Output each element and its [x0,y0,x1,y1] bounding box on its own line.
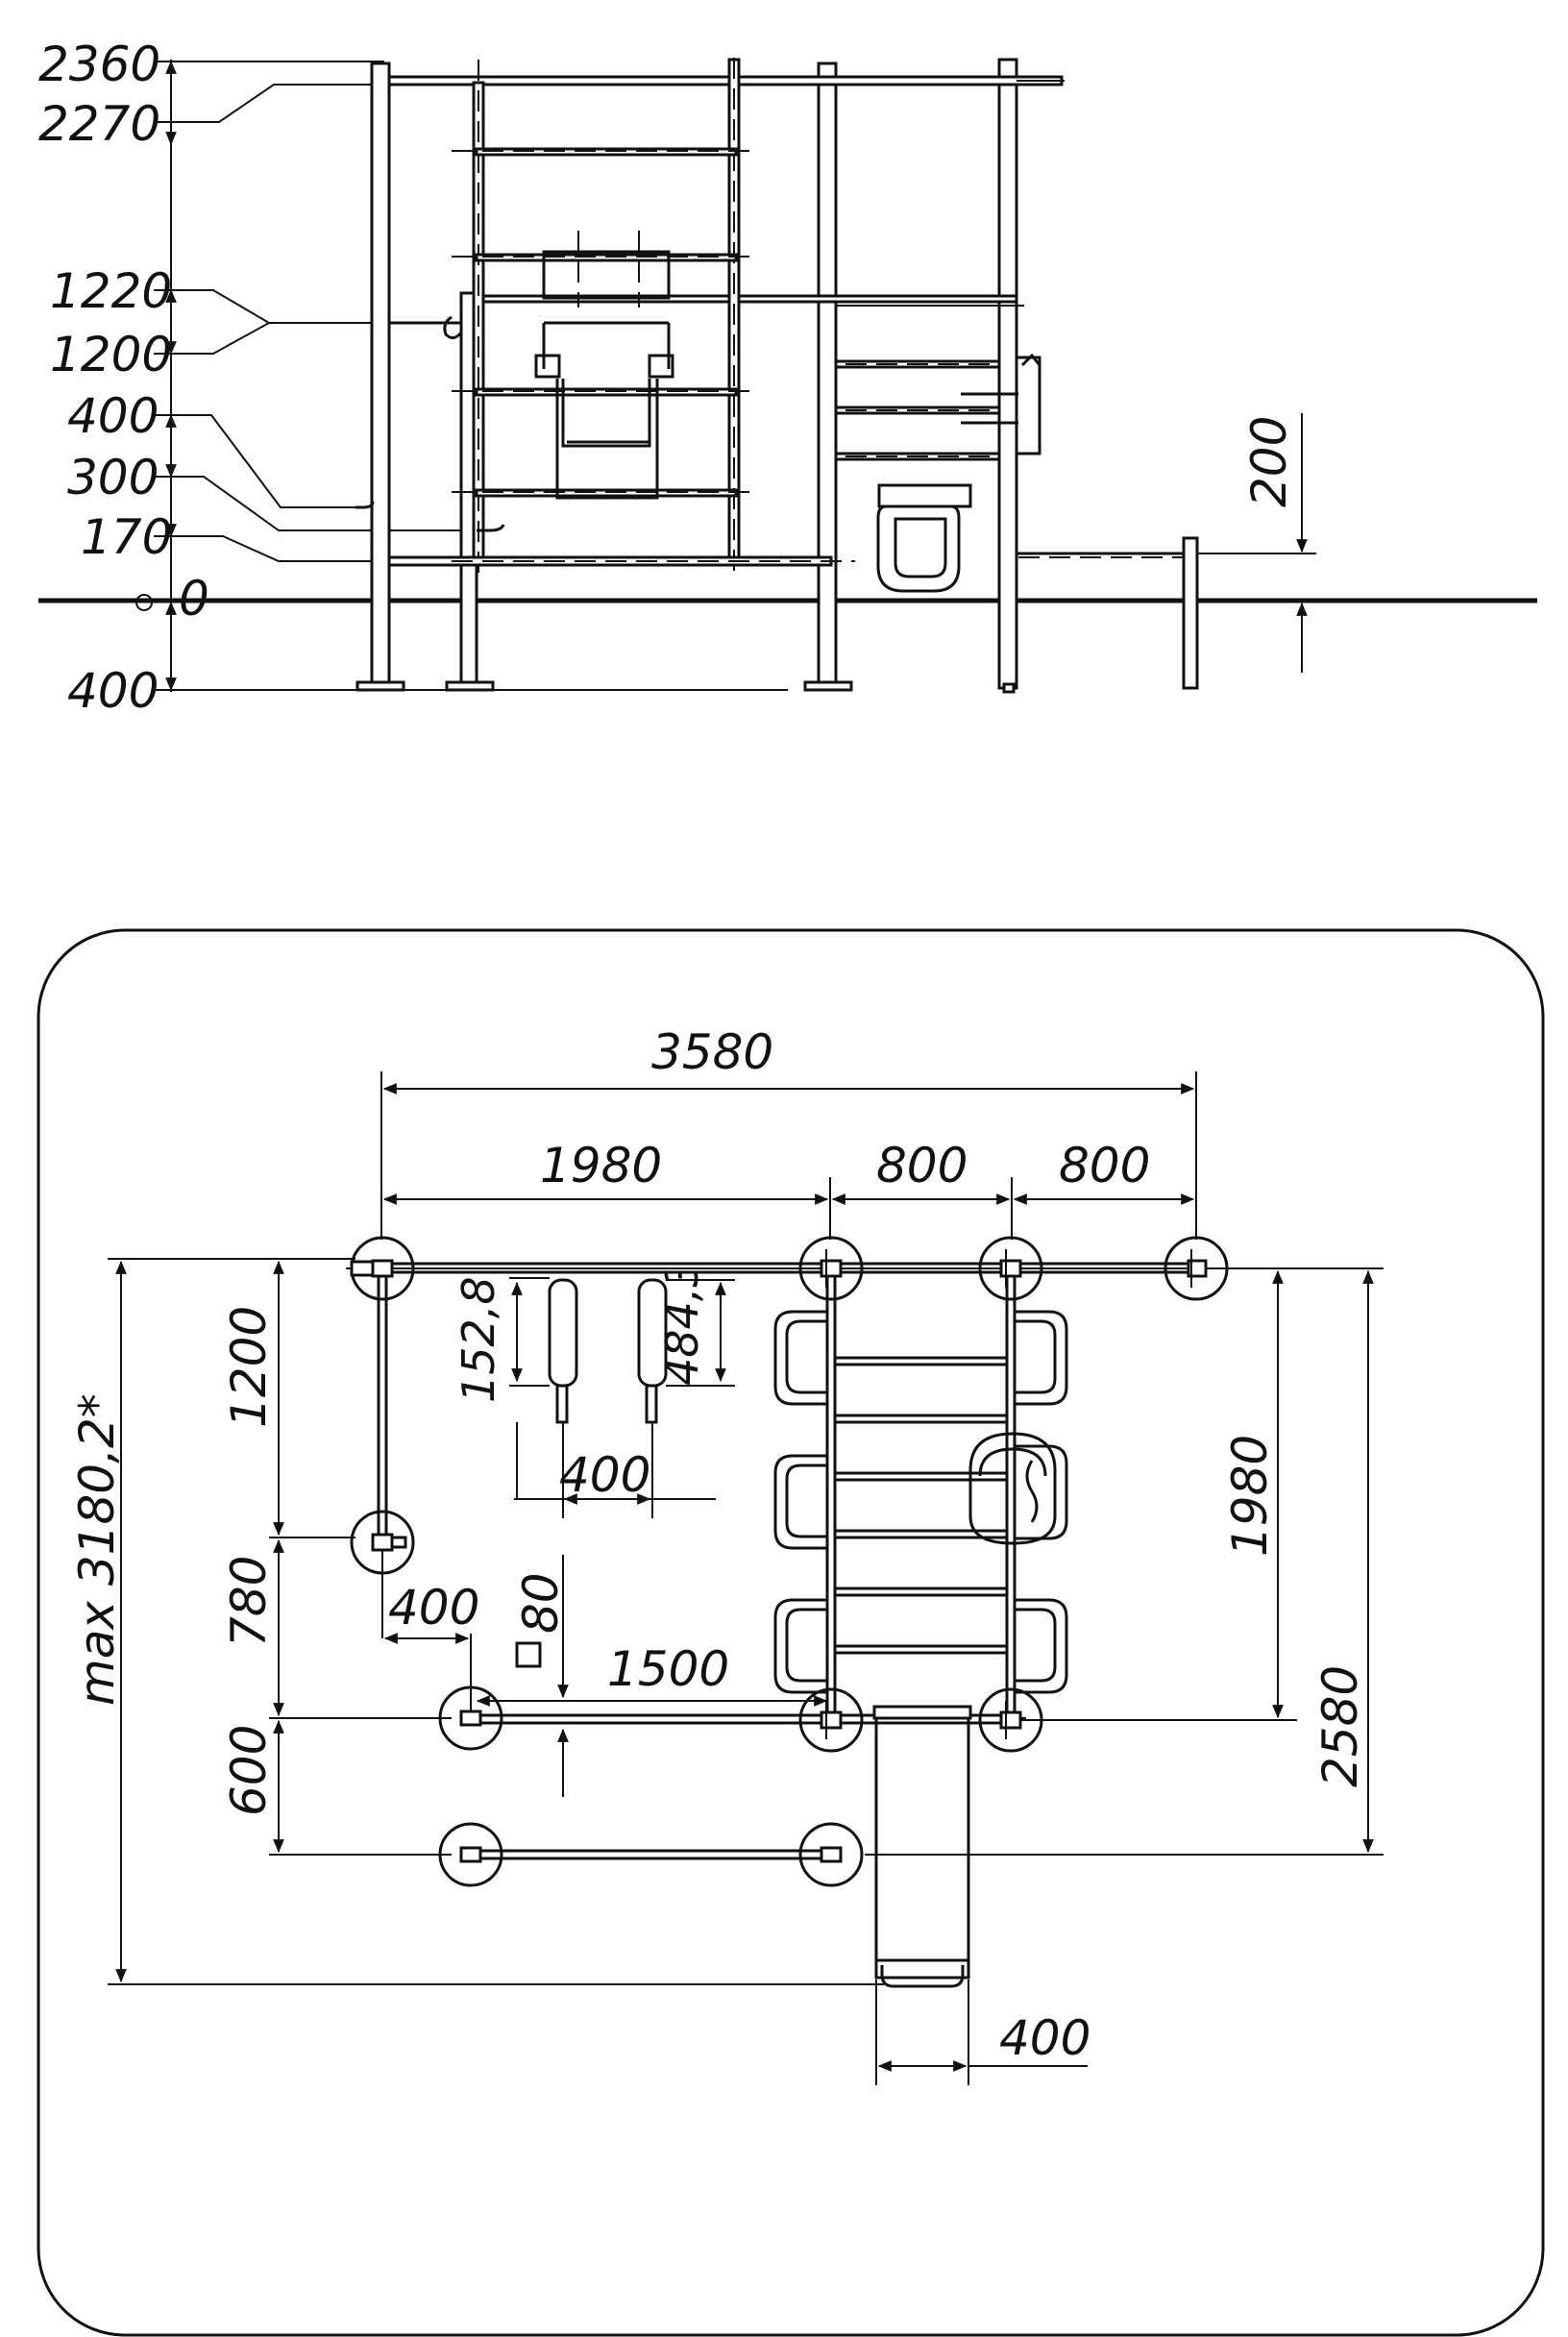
dim-bar-1500: 1500 [476,1641,828,1707]
level-label-1200: 1200 [50,327,172,382]
dim-label-offset-400: 400 [388,1580,479,1636]
dim-profile-80: 80 [513,1555,569,1797]
plan-ladder-seat [968,1432,1068,1545]
square-profile-icon [515,1641,542,1668]
dim-label-2580: 2580 [1312,1665,1368,1787]
plan-side-loops [773,1310,1068,1694]
elevation-dip-station [534,231,674,500]
dim-label-484: 484,3 [656,1259,708,1386]
elevation-ladder [387,58,855,577]
level-label-2360: 2360 [38,37,160,92]
elevation-top-rails [387,75,1065,307]
plan-left-rail [377,1267,388,1544]
elevation-horizontal-bar [355,315,505,532]
level-label-2270: 2270 [38,96,160,152]
plan-dip-pads: 152,8 484,3 400 [453,1259,735,1518]
dim-label-80: 80 [513,1572,569,1634]
zero-level-marker [135,594,153,611]
dim-label-800-b: 800 [1059,1138,1150,1193]
level-label-300: 300 [67,450,159,505]
dim-label-1980-right: 1980 [1222,1435,1278,1557]
dim-label-1500: 1500 [607,1641,729,1697]
dim-spans: 1980 800 800 [382,1138,1195,1240]
dim-right-stack: 1980 2580 [865,1267,1384,1856]
dim-offset-400: 400 [383,1580,479,1720]
dim-label-bench-400: 400 [999,2010,1090,2066]
dim-label-3580: 3580 [651,1024,773,1080]
elevation-side-ladder [834,353,1041,461]
plan-footings [350,1236,1229,1887]
dim-label-800-a: 800 [876,1138,968,1193]
dim-left-stack: 1200 780 600 [221,1258,452,1856]
level-label-170: 170 [81,509,172,565]
elevation-bench [876,483,1184,593]
dim-label-600: 600 [221,1725,277,1816]
elevation-side-dim: 200 [1197,413,1316,673]
dim-label-1980-top: 1980 [540,1138,662,1193]
dim-label-780: 780 [221,1556,277,1647]
dim-overall-width: 3580 [380,1024,1197,1240]
dim-max-depth: max 3180,2* [69,1258,884,1985]
dim-label-pad-400: 400 [559,1447,650,1503]
plan-bench: 400 [872,1705,1090,2085]
level-label-1220: 1220 [50,263,172,319]
elevation-posts [355,58,1199,694]
level-label-0: 0 [179,571,209,627]
plan-view: 3580 1980 800 800 1200 780 600 [37,928,1545,2337]
plan-lower-bars [469,1713,1026,1860]
dim-label-1200: 1200 [221,1306,277,1428]
dim-label-152: 152,8 [453,1276,504,1403]
elevation-view: 2360 2270 1220 1200 400 300 170 0 400 [38,37,1537,719]
level-label-minus-400: 400 [67,663,159,719]
dim-label-max-depth: max 3180,2* [69,1393,125,1706]
plan-frame [37,928,1545,2337]
plan-ladder [825,1267,1017,1722]
level-label-400: 400 [67,388,159,444]
dim-label-200: 200 [1241,416,1297,507]
